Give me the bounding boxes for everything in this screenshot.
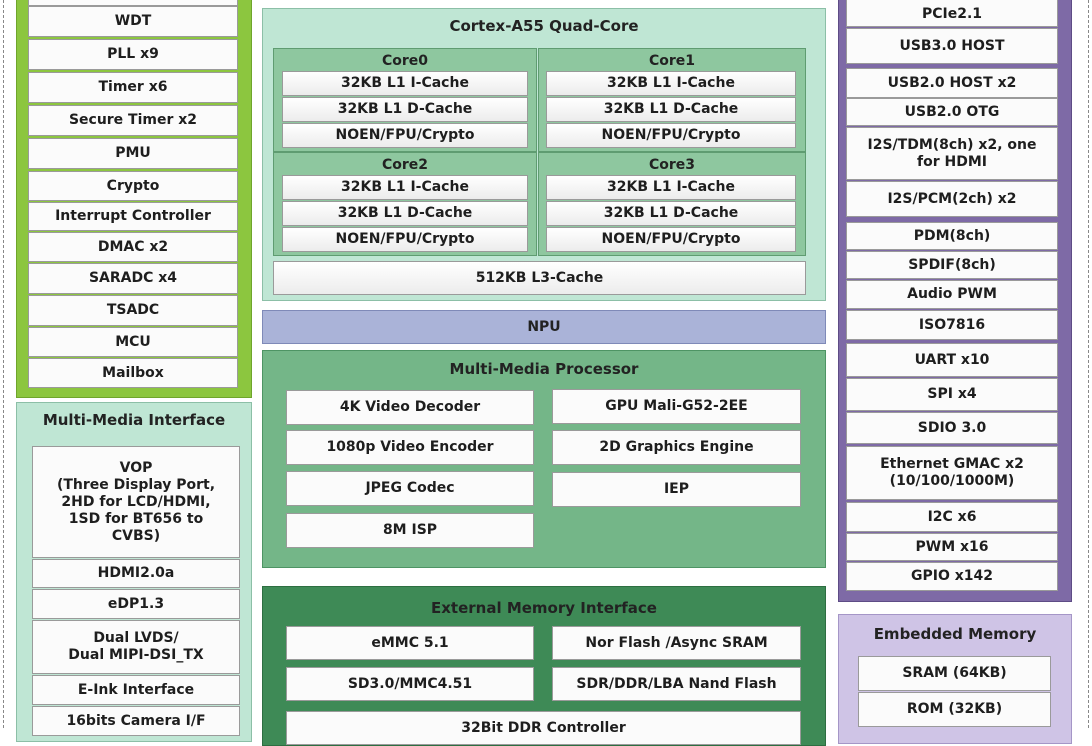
system-item-crypto: Crypto (28, 171, 238, 201)
lvds-mipi-block: Dual LVDS/ Dual MIPI-DSI_TX (32, 620, 240, 674)
system-item-secure-timer: Secure Timer x2 (28, 105, 238, 136)
system-item-dmac: DMAC x2 (28, 232, 238, 262)
iep-block: IEP (552, 472, 801, 507)
nor-flash-block: Nor Flash /Async SRAM (552, 626, 801, 660)
core0-icache: 32KB L1 I-Cache (282, 71, 528, 96)
sdio-block: SDIO 3.0 (846, 412, 1058, 444)
spdif-block: SPDIF(8ch) (846, 251, 1058, 279)
system-item-timer: Timer x6 (28, 72, 238, 103)
i2s-pcm-block: I2S/PCM(2ch) x2 (846, 181, 1058, 217)
multimedia-interface-title: Multi-Media Interface (17, 411, 251, 429)
camera-interface-block: 16bits Camera I/F (32, 706, 240, 736)
outer-dashed-border-left (3, 0, 4, 728)
l3-cache-block: 512KB L3-Cache (273, 261, 806, 295)
emmc-block: eMMC 5.1 (286, 626, 534, 660)
iso7816-block: ISO7816 (846, 310, 1058, 340)
core1-label: Core1 (539, 53, 805, 69)
pwm-block: PWM x16 (846, 533, 1058, 561)
uart-block: UART x10 (846, 343, 1058, 377)
core2-neon: NOEN/FPU/Crypto (282, 227, 528, 252)
2d-graphics-block: 2D Graphics Engine (552, 430, 801, 465)
sram-block: SRAM (64KB) (858, 656, 1051, 691)
sd-mmc-block: SD3.0/MMC4.51 (286, 667, 534, 701)
isp-block: 8M ISP (286, 513, 534, 548)
system-item-tsadc: TSADC (28, 295, 238, 326)
i2c-block: I2C x6 (846, 502, 1058, 532)
pdm-block: PDM(8ch) (846, 222, 1058, 250)
embedded-memory-title: Embedded Memory (839, 625, 1071, 643)
hdmi-block: HDMI2.0a (32, 559, 240, 588)
usb3-host-block: USB3.0 HOST (846, 28, 1058, 64)
multimedia-processor-title: Multi-Media Processor (263, 360, 825, 378)
core3-dcache: 32KB L1 D-Cache (546, 201, 796, 226)
core3-label: Core3 (539, 157, 805, 173)
rom-block: ROM (32KB) (858, 692, 1051, 727)
system-item-wdt: WDT (28, 6, 238, 37)
usb2-host-block: USB2.0 HOST x2 (846, 68, 1058, 98)
ddr-controller-block: 32Bit DDR Controller (286, 711, 801, 745)
audio-pwm-block: Audio PWM (846, 280, 1058, 309)
system-item-mailbox: Mailbox (28, 358, 238, 388)
core2-label: Core2 (274, 157, 536, 173)
core3-neon: NOEN/FPU/Crypto (546, 227, 796, 252)
core0-neon: NOEN/FPU/Crypto (282, 123, 528, 148)
video-decoder-block: 4K Video Decoder (286, 390, 534, 425)
core1-neon: NOEN/FPU/Crypto (546, 123, 796, 148)
system-item-pmu: PMU (28, 138, 238, 169)
gpio-block: GPIO x142 (846, 562, 1058, 591)
core3-icache: 32KB L1 I-Cache (546, 175, 796, 200)
cortex-title: Cortex-A55 Quad-Core (263, 17, 825, 35)
jpeg-codec-block: JPEG Codec (286, 471, 534, 506)
core1-dcache: 32KB L1 D-Cache (546, 97, 796, 122)
core0-dcache: 32KB L1 D-Cache (282, 97, 528, 122)
i2s-tdm-block: I2S/TDM(8ch) x2, one for HDMI (846, 127, 1058, 180)
vop-block: VOP (Three Display Port, 2HD for LCD/HDM… (32, 446, 240, 558)
core0-label: Core0 (274, 53, 536, 69)
eink-interface-block: E-Ink Interface (32, 675, 240, 705)
system-item-pll: PLL x9 (28, 39, 238, 70)
external-memory-title: External Memory Interface (263, 599, 825, 617)
npu-block: NPU (262, 310, 826, 344)
core2-dcache: 32KB L1 D-Cache (282, 201, 528, 226)
ethernet-gmac-block: Ethernet GMAC x2 (10/100/1000M) (846, 446, 1058, 500)
core1-icache: 32KB L1 I-Cache (546, 71, 796, 96)
system-item-interrupt-controller: Interrupt Controller (28, 202, 238, 231)
video-encoder-block: 1080p Video Encoder (286, 430, 534, 465)
pcie-block: PCIe2.1 (846, 0, 1058, 27)
system-item-mcu: MCU (28, 327, 238, 357)
spi-block: SPI x4 (846, 378, 1058, 411)
core2-icache: 32KB L1 I-Cache (282, 175, 528, 200)
system-item-saradc: SARADC x4 (28, 263, 238, 294)
usb2-otg-block: USB2.0 OTG (846, 98, 1058, 126)
gpu-block: GPU Mali-G52-2EE (552, 389, 801, 424)
edp-block: eDP1.3 (32, 589, 240, 619)
outer-dashed-border-right (1088, 0, 1089, 728)
nand-flash-block: SDR/DDR/LBA Nand Flash (552, 667, 801, 701)
